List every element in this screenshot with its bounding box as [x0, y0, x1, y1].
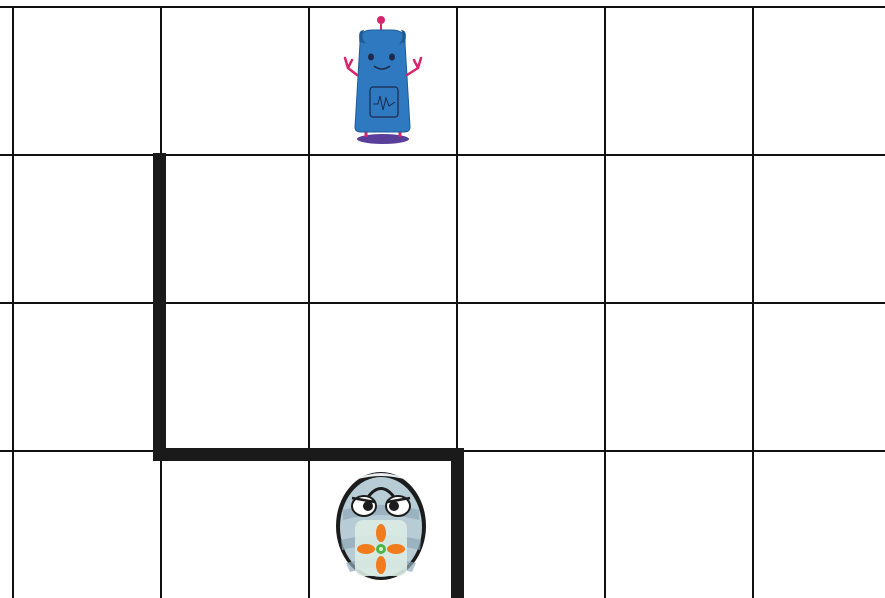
wall-horizontal — [153, 448, 464, 461]
wall-vertical-left — [153, 153, 166, 460]
wall-vertical-right — [451, 448, 464, 598]
egg-robot-icon[interactable] — [336, 472, 426, 580]
